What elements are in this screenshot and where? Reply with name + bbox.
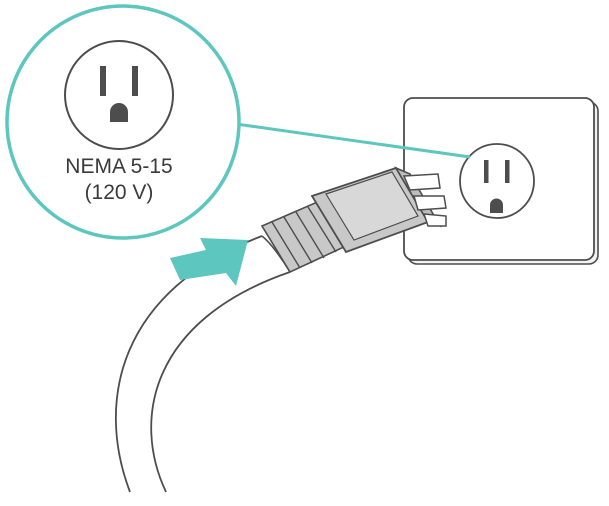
callout-bubble: NEMA 5-15 (120 V) — [5, 4, 241, 240]
outlet-type-label: NEMA 5-15 — [65, 155, 172, 178]
wall-outlet-icon — [459, 143, 535, 219]
voltage-label: (120 V) — [85, 181, 154, 204]
plug-icon — [260, 166, 447, 274]
callout-leader-line — [235, 122, 471, 159]
plug-prongs — [402, 173, 447, 227]
arrow-icon — [170, 238, 248, 286]
callout-outlet-icon — [64, 40, 174, 150]
